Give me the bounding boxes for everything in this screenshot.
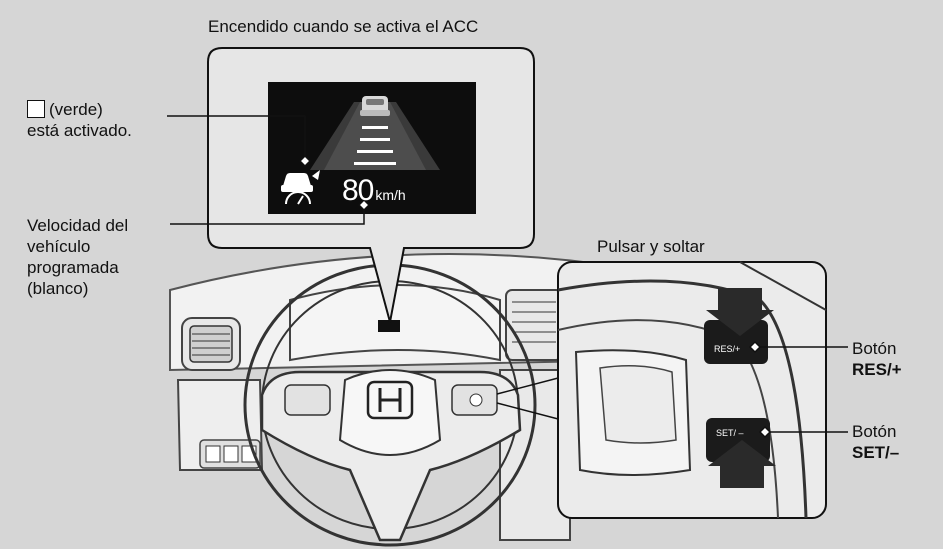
center-air-vent	[505, 289, 563, 361]
lead-vehicle-icon	[360, 96, 390, 116]
res-caption-name: RES/+	[852, 360, 902, 379]
speed-caption-line3: programada	[27, 258, 119, 277]
speed-value: 80	[342, 174, 374, 207]
res-caption: Botón RES/+	[852, 338, 902, 380]
indicator-suffix: (verde)	[49, 100, 103, 119]
speed-caption-line1: Velocidad del	[27, 216, 129, 235]
res-caption-word: Botón	[852, 339, 897, 358]
set-caption-word: Botón	[852, 422, 897, 441]
set-caption: Botón SET/–	[852, 421, 899, 463]
leader-lines	[167, 115, 848, 439]
set-caption-name: SET/–	[852, 443, 900, 462]
speed-caption-line4: (blanco)	[27, 279, 89, 298]
set-speed-caption: Velocidad del vehículo programada (blanc…	[27, 215, 128, 299]
car-interior	[169, 253, 641, 547]
press-release-caption: Pulsar y soltar	[597, 237, 705, 256]
res-button-label: RES/+	[714, 344, 741, 354]
set-button-label: SET/ –	[716, 428, 744, 438]
indicator-line2: está activado.	[27, 121, 132, 140]
acc-indicator-icon	[281, 170, 320, 205]
indicator-caption: (verde) está activado.	[27, 99, 132, 141]
left-air-vent	[181, 317, 241, 371]
speed-unit: km/h	[375, 187, 406, 203]
press-arrow-up	[708, 440, 776, 488]
hud-projector	[378, 320, 400, 332]
res-plus-button[interactable]	[704, 320, 768, 364]
press-arrow-down	[706, 288, 774, 336]
speed-caption-line2: vehículo	[27, 237, 91, 256]
top-caption: Encendido cuando se activa el ACC	[208, 17, 479, 36]
button-zoom-callout	[496, 261, 827, 519]
honda-logo	[366, 380, 414, 420]
acc-indicator-mini-icon	[27, 100, 45, 118]
